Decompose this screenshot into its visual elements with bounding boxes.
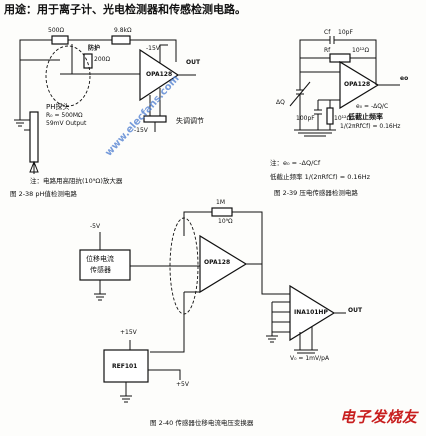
fig39-dq-label: ΔQ [276,99,285,106]
fig38-opamp-body [139,48,180,102]
fig38-r1-label: 500Ω [48,27,65,34]
fig38-r200 [83,53,93,69]
fig40-opamp1-label: OPA128 [204,259,231,266]
fig38-vneg-label: -15V [146,45,160,52]
fig38-vneg2-label: -15V [134,127,148,134]
fig39-c-val: 100pF [296,115,315,122]
fig38-ph-probe-body [29,111,39,163]
fig38-opamp-label: OPA128 [146,71,173,78]
fig40-ref101-box [103,349,149,383]
fig38-caption: 图 2-38 pH值检测电路 [10,190,77,198]
fig39-cf-label: Cf [324,29,331,36]
fig40-rf-val: 10⁹Ω [218,218,233,225]
fig38-probe-r: R₀ = 500MΩ [46,112,83,119]
fig38-r3-label: 200Ω [94,56,111,63]
fig40-v15-label: +15V [120,329,137,336]
fig40-sensor-line2: 传感器 [90,266,111,274]
fig38-r500 [51,35,69,45]
fig40-opamp2-label: INA101HP [294,309,328,316]
fig38-offset-label: 失调调节 [176,117,204,125]
fig39-cutoff-eq: 1/(2πRfCf) = 0.16Hz [340,123,401,130]
fig39-rin [326,107,334,125]
fig38-guard-ring [45,45,91,107]
fig39-r-val: 10¹²Ω [334,115,352,122]
fig38-probe-out: 59mV Output [46,120,87,127]
fig40-wiring [79,207,346,403]
fig38-r2-label: 9.8kΩ [114,27,132,34]
fig40-opamp1-body [199,234,248,294]
fig40-sensor-line1: 位移电流 [86,255,114,263]
fig39-vout-eq: e₀ = -ΔQ/C [356,103,389,110]
fig40-out-label: OUT [348,307,363,314]
fig39-cf-val: 10pF [338,29,353,36]
fig38-probe-label: PH探头 [46,103,70,111]
fig38-wiring [14,35,196,174]
fig38-r98k [111,35,131,45]
fig39-opamp-label: OPA128 [344,81,371,88]
fig39-rf [329,53,351,63]
fig38-guard-label: 防护 [88,45,101,52]
fig40-rf-label: 1M [216,199,225,206]
fig39-rf-label: Rf [324,47,331,54]
fig39-note1: 注：e₀ = -ΔQ/Cf [270,159,321,167]
fig40-sensor-box [79,249,131,281]
fig39-rf-val: 10¹²Ω [352,47,370,54]
fig39-note2: 低截止频率 1/(2πRfCf) = 0.16Hz [270,173,370,181]
fig40-rf [211,207,233,217]
fig39-wiring [289,36,400,137]
fig40-vneg-label: -5V [90,223,101,230]
fig40-caption: 图 2-40 传感器位移电流电压变换器 [150,419,254,427]
fig39-caption: 图 2-39 压电传感器检测电路 [274,189,358,197]
fig40-v5-label: +5V [176,381,189,388]
usage-line: 用途：用于离子计、光电检测器和传感检测电路。 [4,3,246,16]
fig40-ref-label: REF101 [112,363,138,370]
watermark-brand: 电子发烧友 [340,408,418,426]
fig39-out-label: eo [400,75,409,82]
fig39-opamp-body [339,60,380,110]
fig40-vout: V₀ = 1mV/pA [290,355,330,362]
fig38-out-label: OUT [186,59,201,66]
fig39-cutoff-label: 低截止频率 [348,113,383,121]
fig38-note: 注：电路用高阻抗(10⁹Ω)放大器 [30,177,123,185]
